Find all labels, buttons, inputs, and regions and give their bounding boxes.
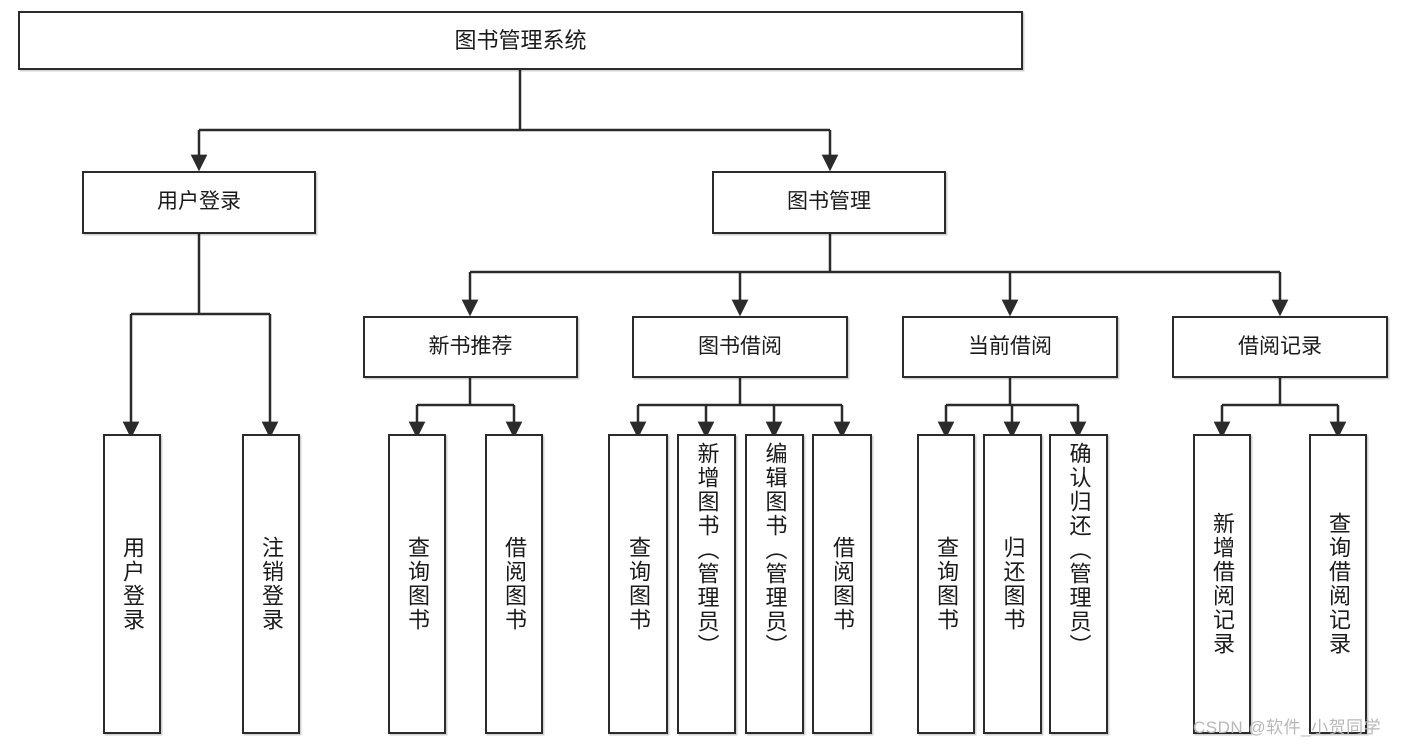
node-label: 编辑图书（管理员） <box>762 442 788 658</box>
node-label: 图书管理 <box>787 190 871 214</box>
connector-lines <box>122 70 1347 439</box>
node-leaf-user-login[interactable]: 用户登录 <box>103 434 161 734</box>
node-leaf-query-book-2[interactable]: 查询图书 <box>608 434 668 734</box>
node-label: 查询借阅记录 <box>1326 512 1351 656</box>
node-label: 归还图书 <box>1000 536 1026 632</box>
node-current-borrow[interactable]: 当前借阅 <box>902 316 1118 378</box>
node-book-management-system[interactable]: 图书管理系统 <box>18 11 1023 70</box>
node-book-borrow[interactable]: 图书借阅 <box>632 316 848 378</box>
node-leaf-return-book[interactable]: 归还图书 <box>983 434 1042 734</box>
node-borrow-record[interactable]: 借阅记录 <box>1172 316 1388 378</box>
node-label: 注销登录 <box>259 536 284 632</box>
node-leaf-edit-book[interactable]: 编辑图书（管理员） <box>745 434 804 734</box>
node-user-login[interactable]: 用户登录 <box>82 171 316 234</box>
node-label: 用户登录 <box>120 536 145 632</box>
node-label: 借阅图书 <box>502 536 527 632</box>
node-label: 查询图书 <box>934 536 959 632</box>
node-leaf-query-book-1[interactable]: 查询图书 <box>388 434 446 734</box>
node-label: 新增图书（管理员） <box>694 442 720 658</box>
node-label: 借阅记录 <box>1238 334 1322 358</box>
node-label: 查询图书 <box>405 536 430 632</box>
node-leaf-confirm-return[interactable]: 确认归还（管理员） <box>1049 434 1108 734</box>
node-book-management[interactable]: 图书管理 <box>712 171 946 234</box>
node-label: 查询图书 <box>626 536 651 632</box>
node-label: 用户登录 <box>157 190 241 214</box>
node-new-book-recommend[interactable]: 新书推荐 <box>363 316 578 378</box>
node-label: 确认归还（管理员） <box>1066 442 1092 658</box>
node-label: 图书借阅 <box>698 334 782 358</box>
node-label: 新书推荐 <box>428 334 513 358</box>
node-leaf-query-book-3[interactable]: 查询图书 <box>917 434 975 734</box>
node-label: 借阅图书 <box>830 536 855 632</box>
node-leaf-query-record[interactable]: 查询借阅记录 <box>1309 434 1367 734</box>
node-leaf-borrow-book-2[interactable]: 借阅图书 <box>812 434 872 734</box>
node-leaf-add-record[interactable]: 新增借阅记录 <box>1193 434 1251 734</box>
node-leaf-borrow-book-1[interactable]: 借阅图书 <box>485 434 543 734</box>
node-label: 新增借阅记录 <box>1210 512 1235 656</box>
node-label: 图书管理系统 <box>454 27 587 53</box>
node-leaf-add-book[interactable]: 新增图书（管理员） <box>677 434 736 734</box>
node-leaf-logout-login[interactable]: 注销登录 <box>242 434 300 734</box>
node-label: 当前借阅 <box>968 334 1052 358</box>
